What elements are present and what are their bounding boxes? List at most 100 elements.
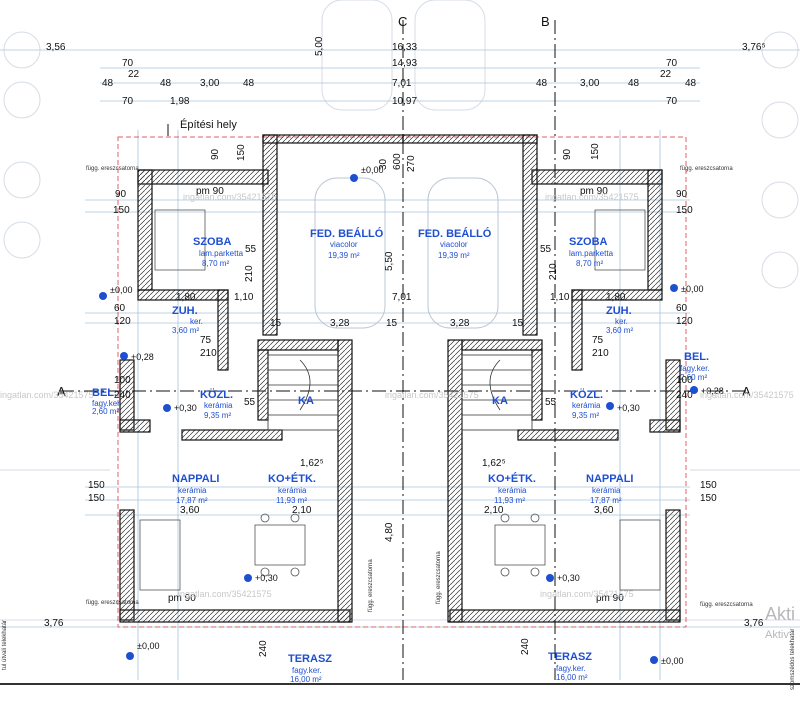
dim-1-10-b: 1,10 bbox=[550, 292, 570, 303]
level-028-a: +0,28 bbox=[131, 352, 154, 362]
dim-150-h: 150 bbox=[700, 493, 717, 504]
room-kozl-right: KÖZL. bbox=[570, 388, 603, 401]
dim-70-c: 70 bbox=[666, 58, 678, 69]
room-szoba-left-area: 8,70 m² bbox=[202, 259, 229, 268]
level-030-b: +0,30 bbox=[617, 403, 640, 413]
room-kozl-left: KÖZL. bbox=[200, 388, 233, 401]
axis-label-a-left: A bbox=[57, 384, 66, 399]
dim-48-f: 48 bbox=[685, 78, 697, 89]
watermark-5: ingatlan.com/35421575 bbox=[700, 390, 794, 400]
dim-4-80: 4,80 bbox=[384, 522, 395, 542]
room-kozl-right-area: 9,35 m² bbox=[572, 411, 599, 420]
room-terasz-left-area: 16,00 m² bbox=[290, 675, 322, 684]
room-bel-right-area: 2,60 m² bbox=[680, 373, 707, 382]
dim-240-d: 240 bbox=[520, 638, 531, 655]
level-000-a: ±0,00 bbox=[361, 165, 383, 175]
room-zuh-right: ZUH. bbox=[606, 305, 632, 317]
room-nappali-left-mat: kerámia bbox=[178, 486, 207, 495]
watermark-7: ingatlan.com/35421575 bbox=[540, 589, 634, 599]
axis-lines bbox=[60, 20, 750, 680]
dim-1-62-b: 1,62⁵ bbox=[482, 458, 506, 469]
dim-70-b: 70 bbox=[122, 96, 134, 107]
room-kozl-left-area: 9,35 m² bbox=[204, 411, 231, 420]
dim-3-60-b: 3,60 bbox=[594, 505, 614, 516]
dim-90-d: 90 bbox=[676, 189, 688, 200]
dim-75-b: 75 bbox=[592, 335, 604, 346]
dim-210-b: 210 bbox=[548, 263, 559, 280]
dim-3-28-b: 3,28 bbox=[450, 318, 470, 329]
dim-100-b: 100 bbox=[676, 375, 693, 386]
watermark-3: ingatlan.com/35421575 bbox=[0, 390, 94, 400]
dim-3-00-a: 3,00 bbox=[200, 78, 220, 89]
dim-3-00-b: 3,00 bbox=[580, 78, 600, 89]
dim-48-c: 48 bbox=[243, 78, 255, 89]
dim-15-b: 15 bbox=[386, 318, 398, 329]
dim-55-b: 55 bbox=[540, 244, 552, 255]
dim-150-f: 150 bbox=[88, 493, 105, 504]
dim-22-a: 22 bbox=[128, 69, 140, 80]
dim-240-a: 240 bbox=[114, 390, 131, 401]
stairs bbox=[267, 354, 533, 431]
dim-48-b: 48 bbox=[160, 78, 172, 89]
dim-7-01-b: 7,01 bbox=[392, 292, 412, 303]
watermark-2: ingatlan.com/35421575 bbox=[545, 192, 639, 202]
dim-15-a: 15 bbox=[270, 318, 282, 329]
axis-label-c: C bbox=[398, 14, 407, 29]
dim-100-a: 100 bbox=[114, 375, 131, 386]
level-030-d: +0,30 bbox=[557, 573, 580, 583]
room-koetk-right-area: 11,93 m² bbox=[494, 496, 525, 505]
activation-title: Akti bbox=[765, 604, 795, 624]
walls-right-unit bbox=[402, 134, 681, 623]
room-nappali-left-area: 17,87 m² bbox=[176, 496, 208, 505]
dim-3-76-b: 3,76 bbox=[744, 618, 764, 629]
dim-5-00: 5,00 bbox=[314, 36, 325, 56]
room-zuh-left-mat: ker. bbox=[190, 317, 203, 326]
plot-boundary-left: tul útvali telekhatár bbox=[2, 620, 8, 670]
pm90-b: pm 90 bbox=[580, 186, 608, 197]
axis-markers: C B A A bbox=[57, 14, 751, 399]
furniture bbox=[139, 209, 661, 591]
dim-240-c: 240 bbox=[258, 640, 269, 657]
gutter-note-4: függ. ereszcsatorna bbox=[700, 602, 753, 608]
room-koetk-left: KO+ÉTK. bbox=[268, 472, 316, 485]
watermarks: ingatlan.com/35421575 ingatlan.com/35421… bbox=[0, 192, 794, 599]
room-terasz-left: TERASZ bbox=[288, 653, 332, 665]
dim-30-a: 30 bbox=[378, 158, 389, 170]
room-kozl-left-mat: kerámia bbox=[204, 401, 233, 410]
dim-210-d: 210 bbox=[592, 348, 609, 359]
room-szoba-right-mat: lam.parketta bbox=[569, 249, 614, 258]
level-030-a: +0,30 bbox=[174, 403, 197, 413]
dim-2-10-a: 2,10 bbox=[292, 505, 312, 516]
room-nappali-right-mat: kerámia bbox=[592, 486, 621, 495]
dim-60-a: 60 bbox=[114, 303, 126, 314]
building-envelope bbox=[117, 136, 687, 628]
level-000-d: ±0,00 bbox=[137, 641, 159, 651]
dim-270: 270 bbox=[406, 155, 417, 172]
dim-90-b: 90 bbox=[562, 148, 573, 160]
dim-48-e: 48 bbox=[628, 78, 640, 89]
room-szoba-left-mat: lam.parketta bbox=[199, 249, 244, 258]
gutter-note-6: függ. ereszcsatorna bbox=[436, 551, 442, 604]
room-ka-left: KA bbox=[298, 395, 314, 407]
dim-600: 600 bbox=[392, 153, 403, 170]
dim-48-d: 48 bbox=[536, 78, 548, 89]
gutter-notes: függ. ereszcsatorna függ. ereszcsatorna … bbox=[2, 166, 796, 690]
level-marks: ±0,00 ±0,00 ±0,00 +0,28 +0,28 +0,30 +0,3… bbox=[99, 165, 724, 666]
bottom-border bbox=[0, 683, 800, 685]
pm90-a: pm 90 bbox=[196, 186, 224, 197]
dim-90-c: 90 bbox=[115, 189, 127, 200]
dim-70-a: 70 bbox=[122, 58, 134, 69]
room-szoba-left: SZOBA bbox=[193, 236, 232, 248]
room-terasz-right-area: 16,00 m² bbox=[556, 673, 588, 682]
room-kozl-right-mat: kerámia bbox=[572, 401, 601, 410]
dim-150-a: 150 bbox=[236, 144, 247, 161]
room-labels: SZOBA lam.parketta 8,70 m² SZOBA lam.par… bbox=[92, 227, 710, 684]
plot-boundary-right: szomszédos telekhatár bbox=[790, 629, 796, 690]
room-szoba-right: SZOBA bbox=[569, 236, 608, 248]
room-fed-beallo-right: FED. BEÁLLÓ bbox=[418, 227, 492, 240]
gutter-note-2: függ. ereszcsatorna bbox=[680, 166, 733, 172]
dim-1-98: 1,98 bbox=[170, 96, 190, 107]
dim-1-80-b: 1,80 bbox=[606, 292, 626, 303]
plan-dimensions: 90 150 90 150 600 270 30 90 150 90 150 p… bbox=[44, 143, 764, 657]
